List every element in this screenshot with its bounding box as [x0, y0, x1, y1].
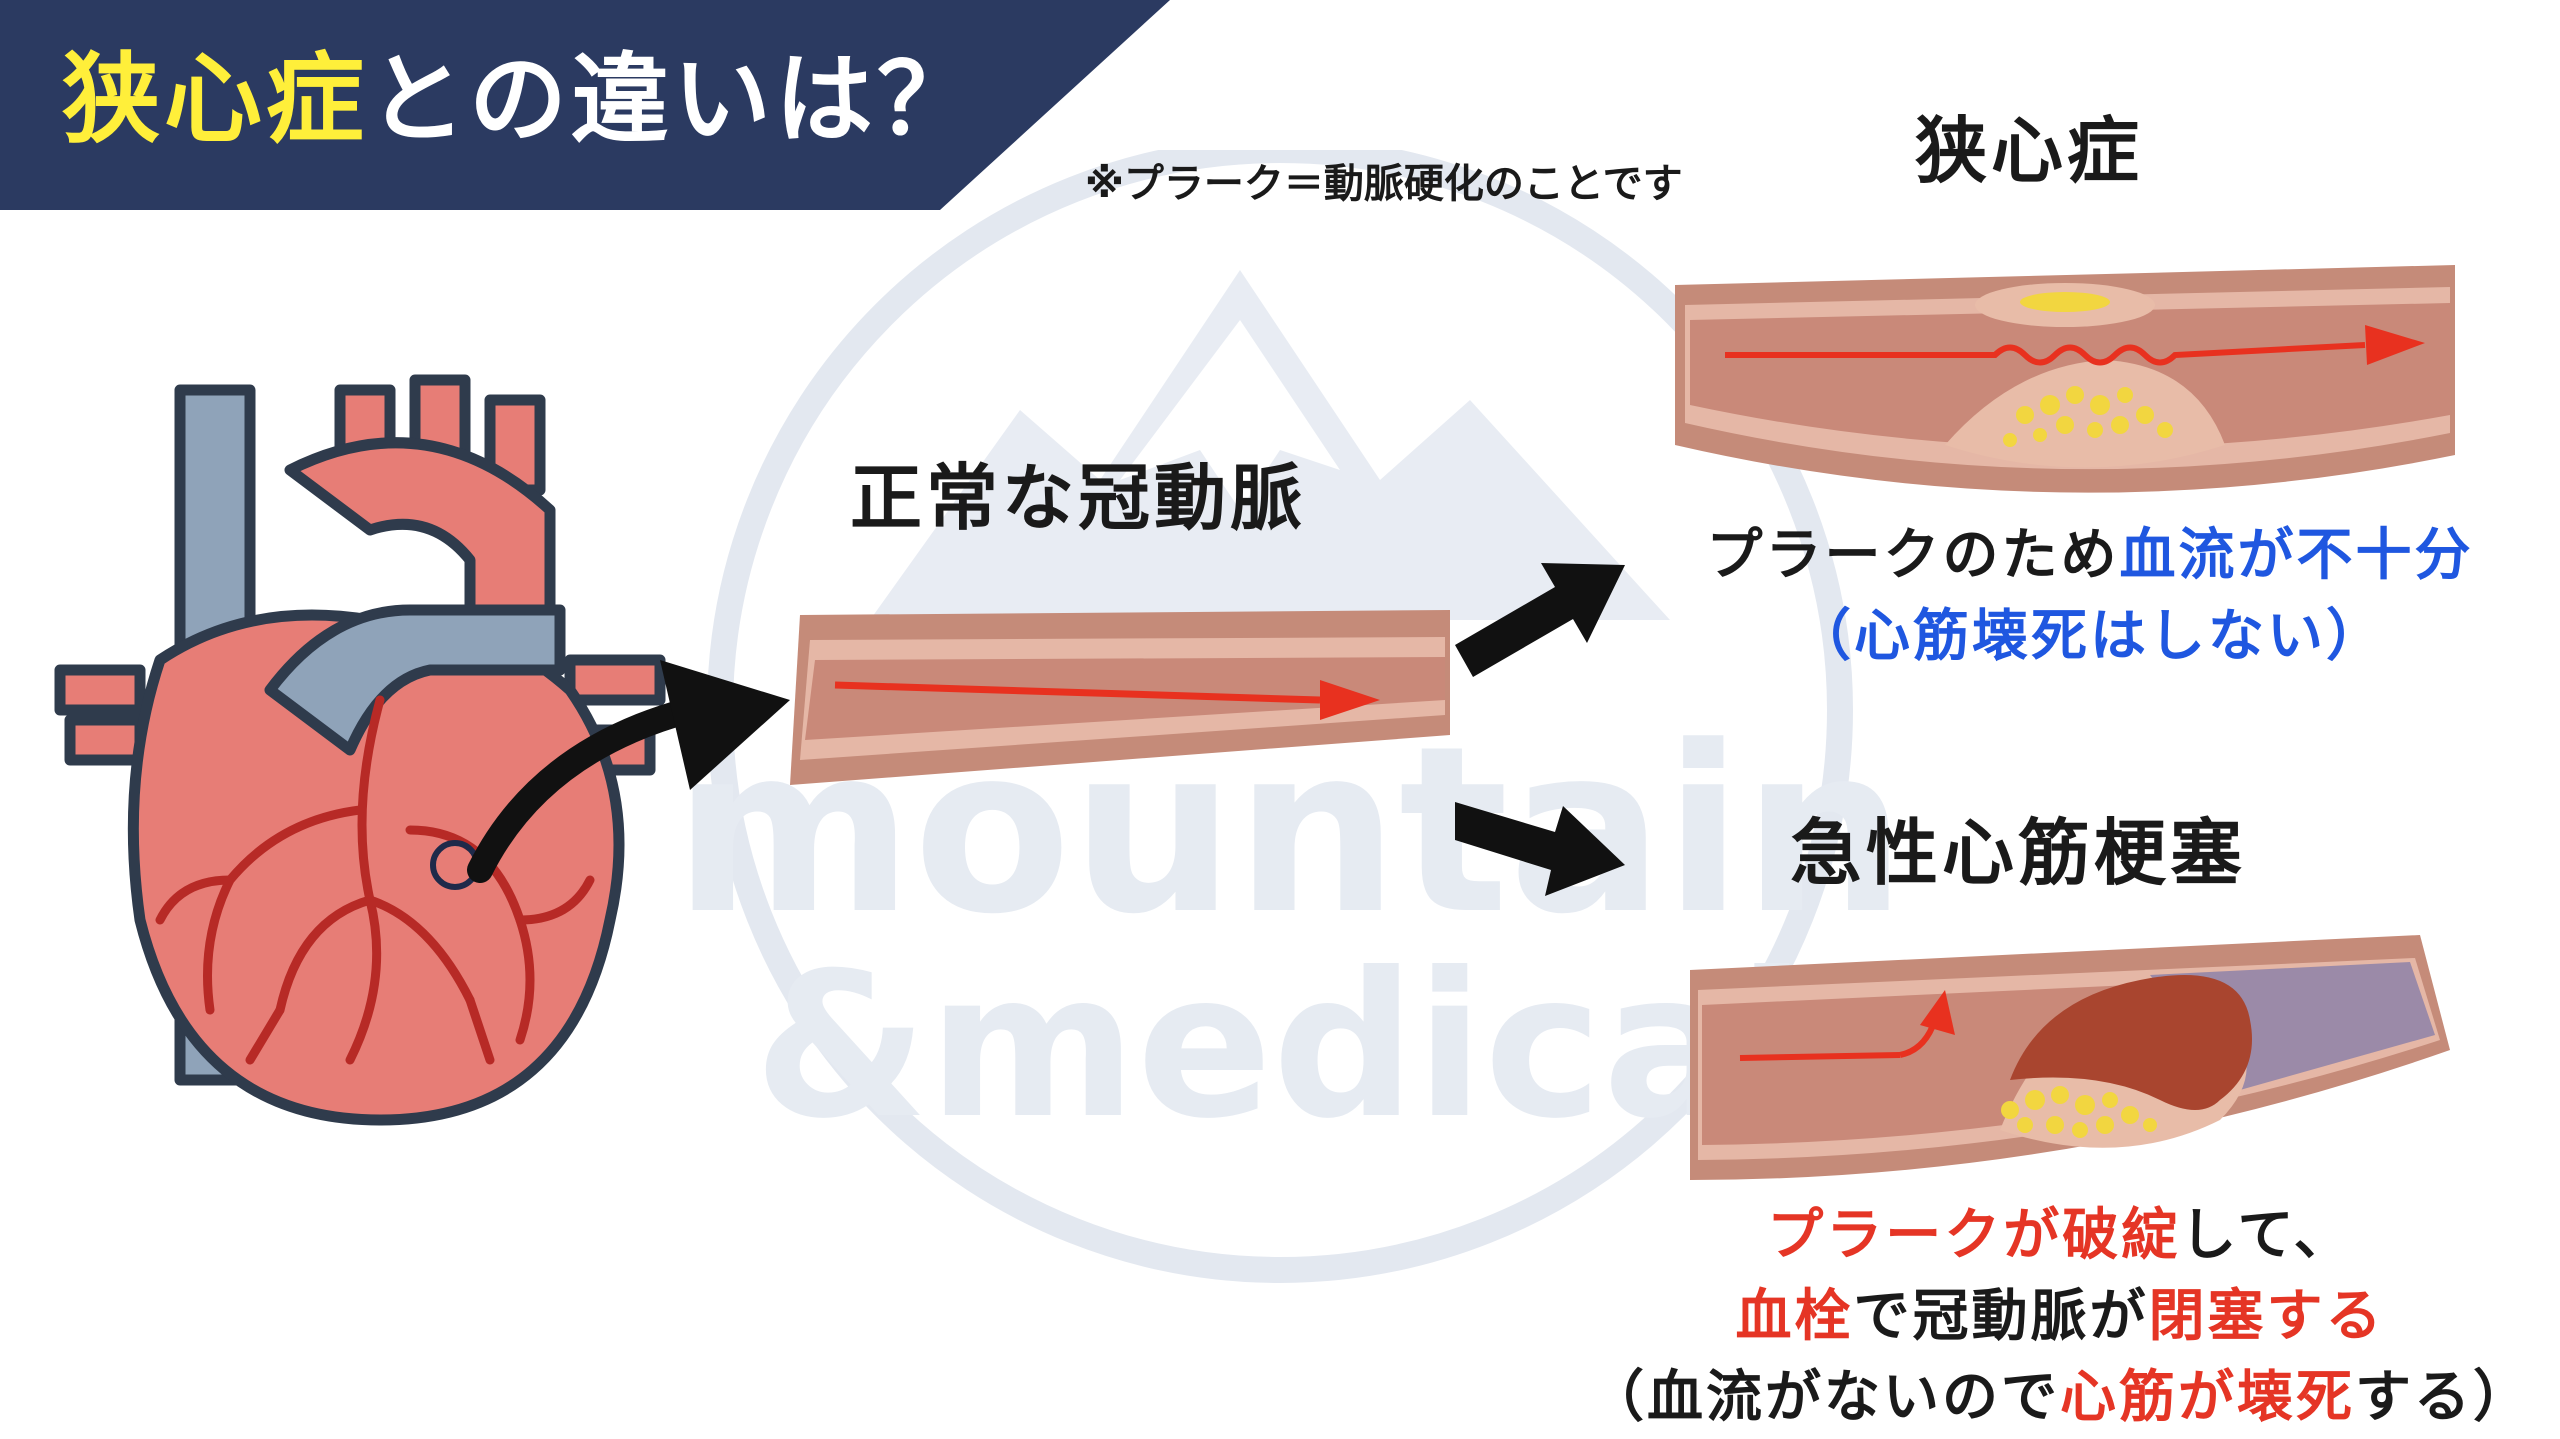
angina-title: 狭心症: [1915, 109, 2144, 193]
normal-artery-title: 正常な冠動脈: [850, 456, 1307, 540]
angina-desc-emphasis: 血流が不十分: [2119, 523, 2474, 588]
mi-desc-line2: 血栓で冠動脈が閉塞する: [1560, 1276, 2560, 1357]
angina-artery-illustration: [1675, 265, 2455, 493]
mi-artery-illustration: [1690, 935, 2450, 1180]
arrow-to-angina-icon: [1455, 563, 1625, 677]
page-title: 狭心症との違いは？: [62, 42, 979, 160]
angina-description: プラークのため血流が不十分 （心筋壊死はしない）: [1640, 515, 2540, 677]
page-title-rest: との違いは？: [368, 43, 980, 157]
mi-desc-text: で冠動脈が: [1853, 1284, 2149, 1350]
mi-title: 急性心筋梗塞: [1790, 811, 2247, 895]
mi-desc-emphasis: 心筋が壊死: [2060, 1365, 2355, 1431]
watermark-text-2: &medical: [754, 930, 1806, 1163]
mi-desc-text: して、: [2180, 1203, 2353, 1268]
plaque-note: ※プラーク＝動脈硬化のことです: [1085, 161, 1683, 207]
title-banner-bg: [0, 0, 1170, 210]
arrow-to-mi-icon: [1455, 802, 1625, 896]
mi-desc-emphasis: 血栓: [1735, 1284, 1854, 1350]
page-title-highlight: 狭心症: [62, 43, 369, 157]
mi-desc-emphasis: プラークが破綻: [1767, 1203, 2181, 1268]
normal-artery-illustration: [790, 610, 1450, 785]
mi-desc-text: （血流がないので: [1588, 1365, 2060, 1431]
angina-desc-line1: プラークのため血流が不十分: [1640, 515, 2540, 596]
heart-illustration: [54, 374, 666, 1126]
mi-desc-line1: プラークが破綻して、: [1560, 1195, 2560, 1276]
angina-desc-line2: （心筋壊死はしない）: [1795, 604, 2385, 670]
curved-arrow-icon: [467, 660, 790, 883]
mi-desc-text: する）: [2355, 1365, 2532, 1431]
mi-desc-line3: （血流がないので心筋が壊死する）: [1560, 1357, 2560, 1438]
mi-desc-emphasis: 閉塞する: [2148, 1284, 2385, 1350]
mi-description: プラークが破綻して、 血栓で冠動脈が閉塞する （血流がないので心筋が壊死する）: [1560, 1195, 2560, 1439]
angina-desc-text: プラークのため: [1706, 523, 2120, 588]
